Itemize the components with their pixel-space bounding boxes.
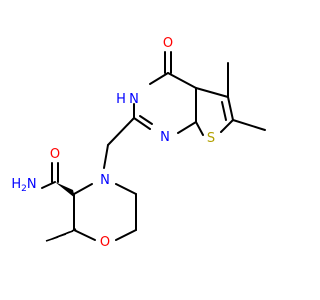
wedge-bond-c3-amide	[55, 182, 75, 198]
bond-n1-c7a	[177, 121, 197, 134]
molecule-diagram: O H N N S O H2N N O	[11, 36, 266, 250]
bond-c3-n4	[73, 183, 93, 195]
atom-label-thiophene-s: S	[207, 131, 215, 146]
bond-c2-ch2	[107, 117, 135, 146]
atom-label-morpholine-o: O	[100, 235, 110, 250]
bond-c2-n1-double	[139, 115, 153, 125]
bond-c4-c4a	[167, 72, 197, 89]
bond-c5-c6	[227, 96, 234, 121]
atom-label-carbonyl-oxygen: O	[163, 36, 173, 51]
atom-label-ring-nh-n: N	[129, 92, 139, 107]
bond-ch2-n4	[103, 144, 109, 169]
atom-label-pyrimidine-n: N	[160, 130, 170, 145]
atom-label-morpholine-n: N	[100, 173, 110, 188]
bond-c6-methyl	[232, 119, 266, 131]
atom-label-amide-nh2: H2N	[11, 177, 36, 194]
bond-c6m-o1	[115, 229, 137, 241]
bonds	[41, 51, 266, 241]
bond-amide-c-n	[41, 181, 56, 189]
hashed-bond-c2-methyl	[45, 228, 77, 242]
bond-c5-c6-double	[221, 101, 227, 121]
atom-label-ring-nh-h: H	[116, 92, 126, 107]
bond-o1-c2m	[73, 229, 96, 241]
bond-c4a-c5	[195, 87, 229, 98]
bond-n4-c5	[115, 183, 137, 195]
bond-c2-n1	[133, 117, 151, 130]
bond-s-c7a	[195, 121, 204, 136]
bond-c6-s	[220, 119, 234, 133]
bond-c4-n3	[149, 72, 169, 85]
atom-label-amide-oxygen: O	[50, 147, 60, 162]
